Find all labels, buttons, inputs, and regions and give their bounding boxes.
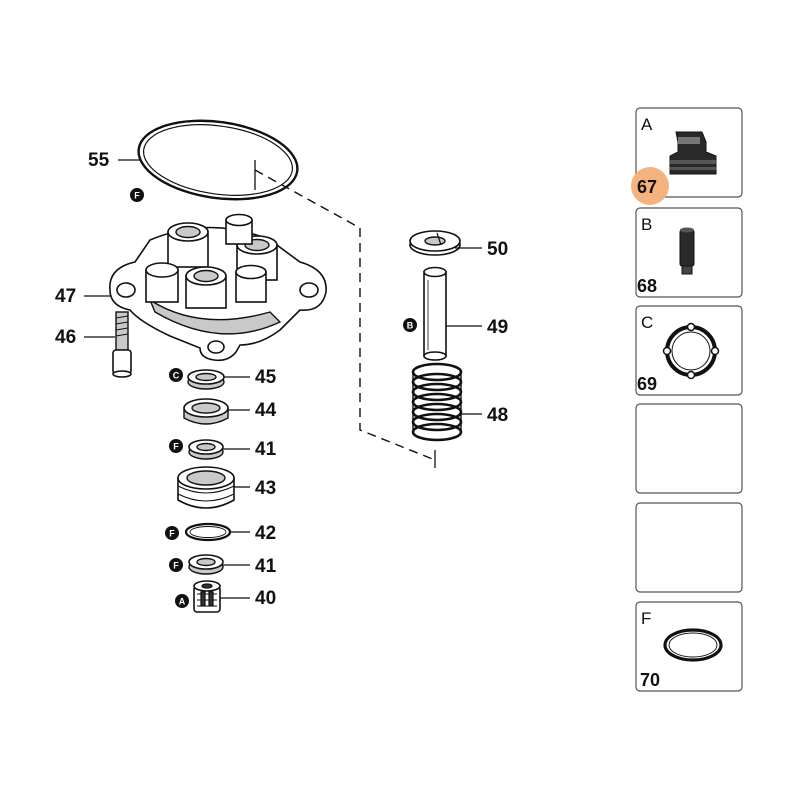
badge-41a: F (169, 439, 183, 453)
badge-55: F (130, 188, 144, 202)
part-47-pump-head[interactable] (109, 213, 327, 362)
part-40-valve[interactable] (193, 580, 221, 613)
callout-40[interactable]: 40 (255, 588, 276, 609)
part-50-washer[interactable] (409, 230, 461, 256)
part-49-plunger[interactable] (423, 266, 447, 361)
kit-a-highlight (631, 167, 669, 205)
pump-head-bore-4 (185, 266, 227, 309)
kit-c-box[interactable]: C 69 (635, 305, 743, 396)
callout-50[interactable]: 50 (487, 239, 508, 260)
callout-45[interactable]: 45 (255, 367, 277, 388)
part-55-oring[interactable] (133, 111, 302, 209)
callout-41a[interactable]: 41 (255, 439, 277, 460)
badge-42: F (165, 526, 179, 540)
kit-c-number: 69 (637, 374, 657, 394)
valve-cartridge-icon (669, 131, 717, 175)
callout-44[interactable]: 44 (255, 400, 277, 421)
badge-45: C (169, 368, 183, 382)
plunger-pin-icon (679, 227, 695, 275)
gasket-ring-icon (662, 322, 720, 380)
part-44-ring[interactable] (183, 398, 229, 425)
part-41-seal-lower[interactable] (188, 554, 224, 575)
assembly-dashed-line (254, 169, 436, 461)
part-45-seal[interactable] (187, 369, 225, 390)
kit-a-letter: A (641, 115, 653, 134)
svg-text:F: F (173, 561, 179, 571)
kit-d-box (635, 403, 743, 494)
kit-c-letter: C (641, 313, 653, 332)
kit-a-box[interactable]: A 67 (631, 107, 743, 205)
part-48-spring[interactable] (411, 362, 463, 442)
callout-42[interactable]: 42 (255, 523, 276, 544)
svg-text:F: F (173, 442, 179, 452)
svg-text:B: B (407, 321, 414, 331)
kit-a-number: 67 (637, 177, 657, 197)
callout-46[interactable]: 46 (55, 327, 76, 348)
callout-41b[interactable]: 41 (255, 556, 277, 577)
kit-f-letter: F (641, 609, 651, 628)
badge-49: B (403, 318, 417, 332)
callout-48[interactable]: 48 (487, 405, 508, 426)
svg-text:F: F (169, 529, 175, 539)
badge-40: A (175, 594, 189, 608)
pump-head-bore-5 (235, 264, 267, 303)
pump-head-bore-1 (167, 222, 209, 268)
pump-head-bore-6 (225, 213, 253, 245)
part-41-seal-upper[interactable] (188, 439, 224, 460)
callout-49[interactable]: 49 (487, 317, 508, 338)
kit-b-box[interactable]: B 68 (635, 207, 743, 298)
part-42-oring[interactable] (184, 522, 232, 542)
kit-f-box[interactable]: F 70 (635, 601, 743, 692)
part-46-bolt[interactable] (112, 311, 132, 378)
callout-55[interactable]: 55 (88, 150, 110, 171)
kit-b-number: 68 (637, 276, 657, 296)
svg-text:C: C (173, 371, 180, 381)
callout-43[interactable]: 43 (255, 478, 276, 499)
svg-text:A: A (179, 597, 186, 607)
pump-head-bore-3 (145, 262, 179, 303)
callout-47[interactable]: 47 (55, 286, 76, 307)
svg-text:F: F (134, 191, 140, 201)
kit-e-box (635, 502, 743, 593)
kit-f-number: 70 (640, 670, 660, 690)
badge-41b: F (169, 558, 183, 572)
kits-panel: A 67 B 68 C 69 (631, 107, 743, 692)
part-43-sleeve[interactable] (177, 466, 235, 509)
o-ring-icon (663, 628, 723, 662)
kit-b-letter: B (641, 215, 652, 234)
